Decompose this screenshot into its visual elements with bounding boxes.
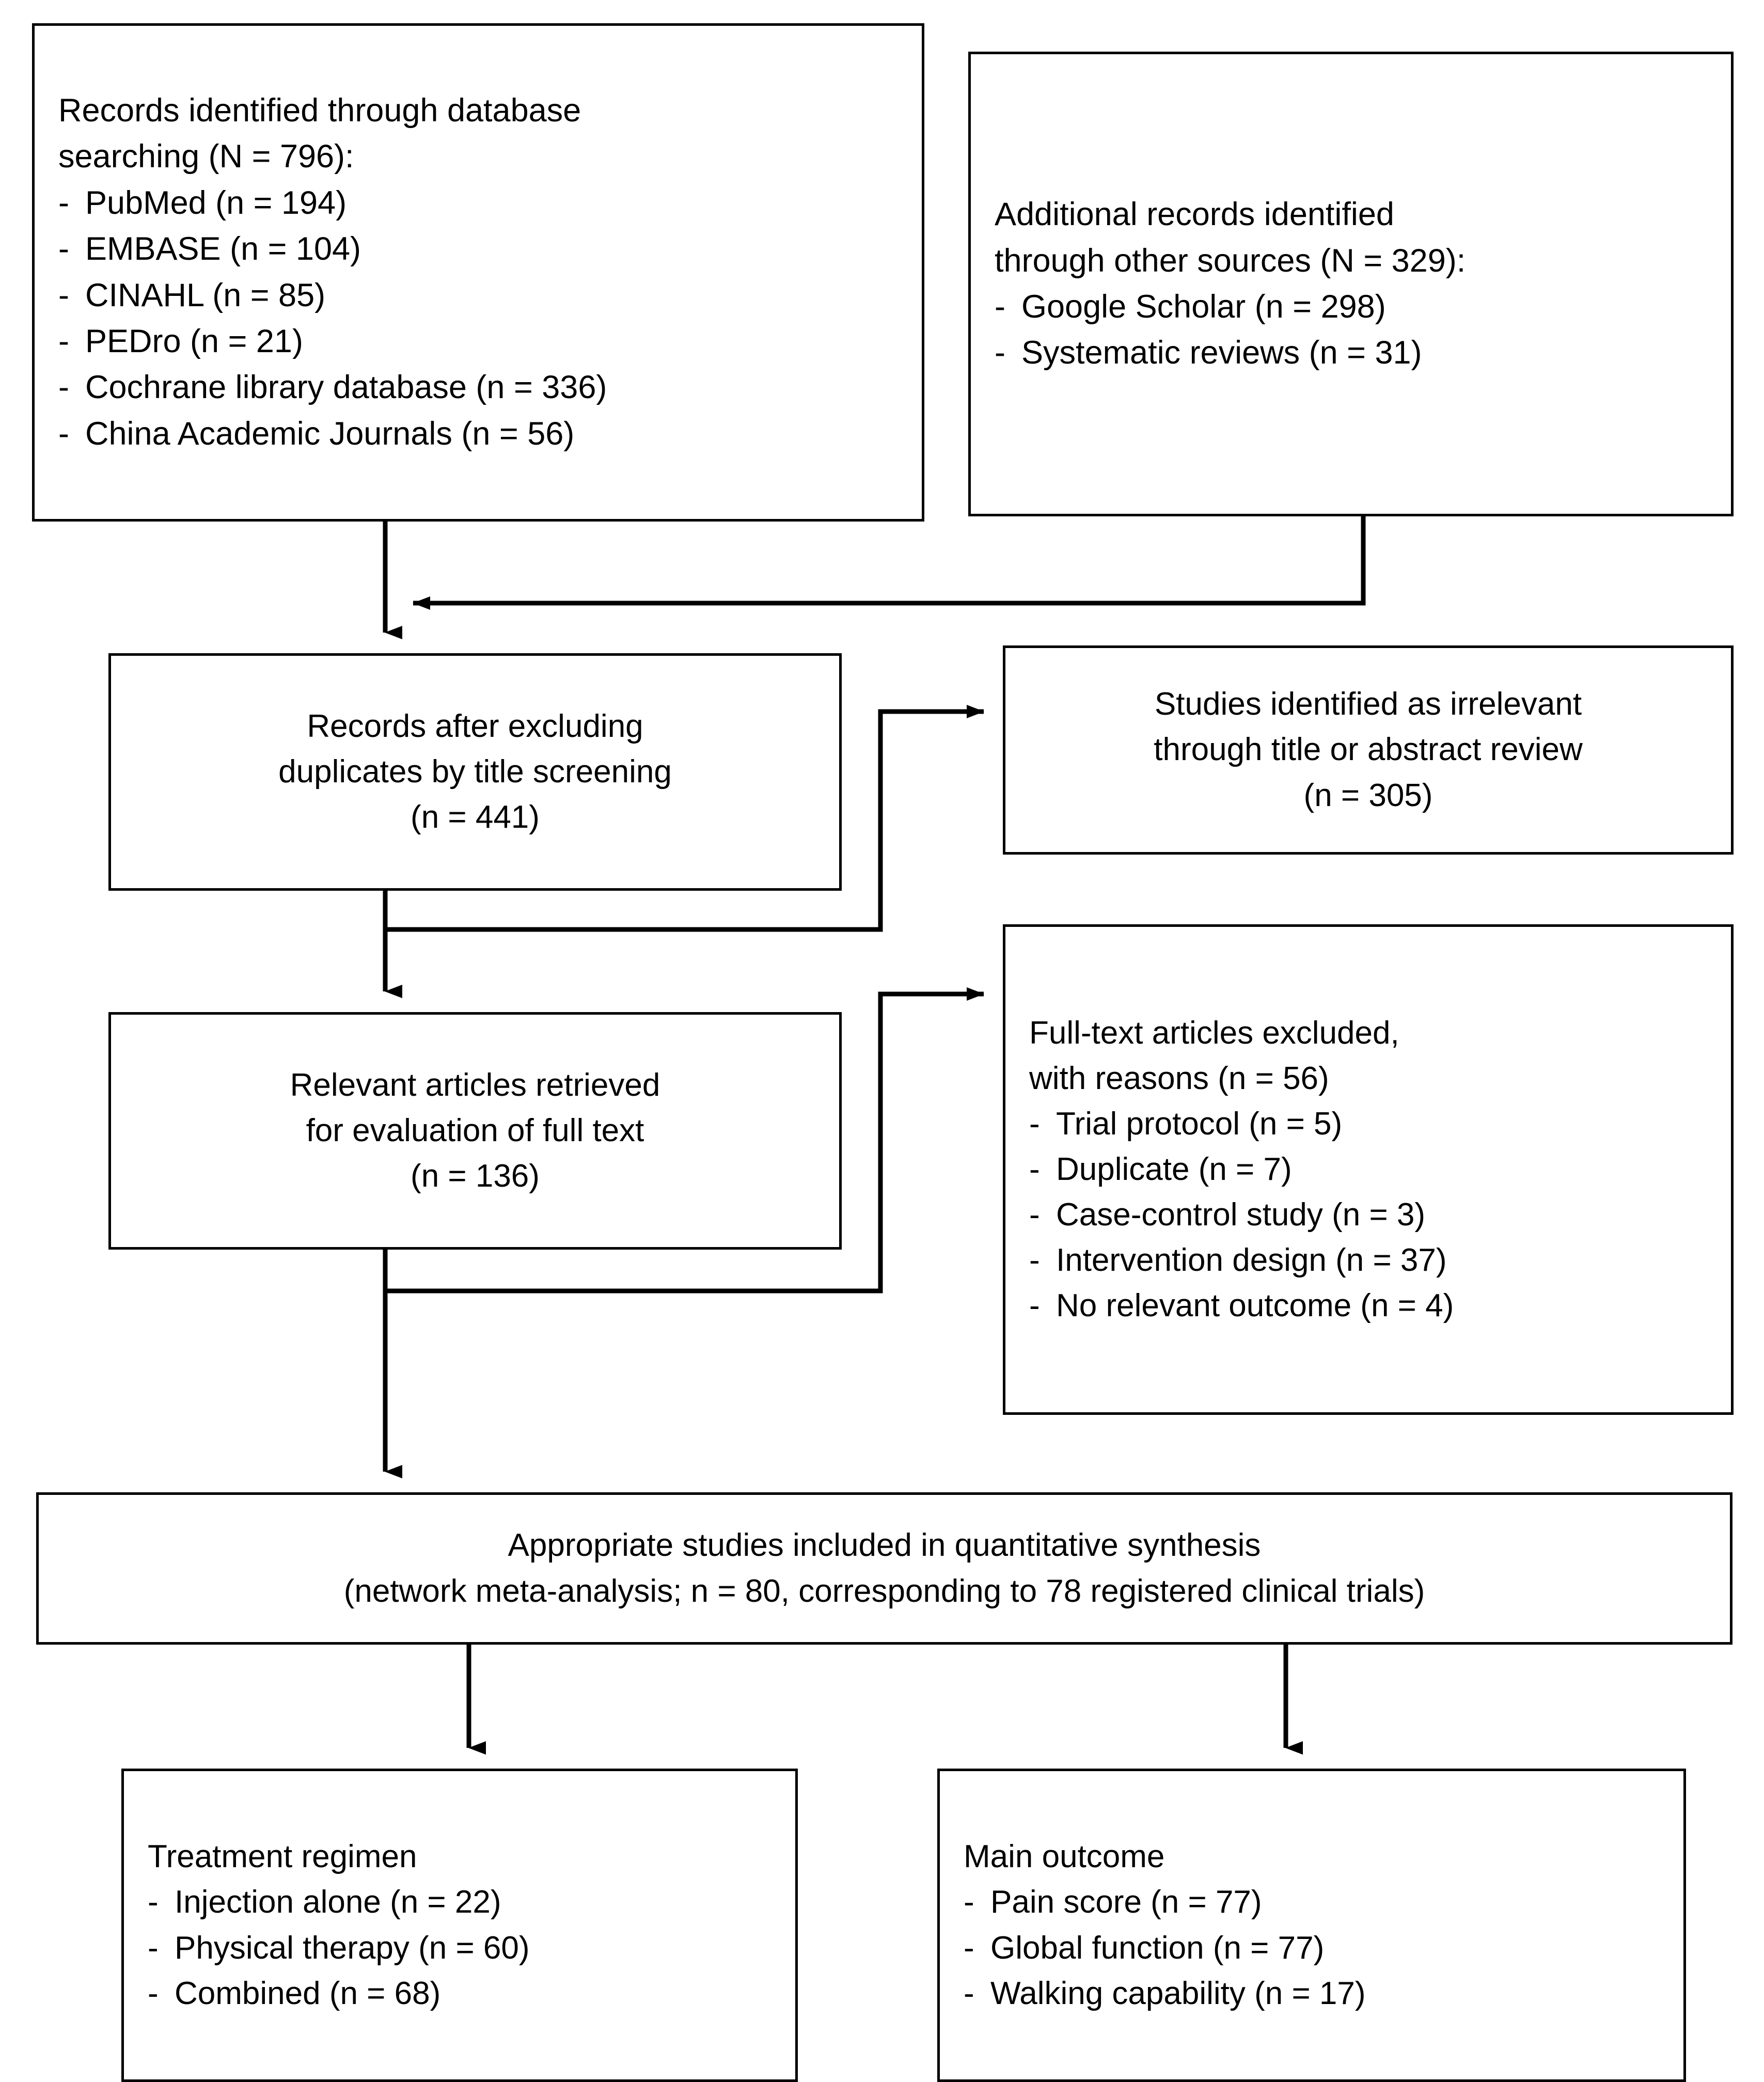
dedup-line2: duplicates by title screening	[278, 753, 672, 790]
regimen-item-combined: - Combined (n = 68)	[148, 1971, 771, 2016]
fulltext-line2: for evaluation of full text	[306, 1112, 644, 1148]
bullet-marker-icon: -	[995, 289, 1005, 325]
bullet-marker-icon: -	[58, 184, 69, 221]
fulltext-line1: Relevant articles retrieved	[290, 1067, 660, 1103]
regimen-item-injection-alone: - Injection alone (n = 22)	[148, 1880, 771, 1925]
outcome-item-walking-capability: - Walking capability (n = 17)	[964, 1971, 1660, 2016]
db-item-cochrane: - Cochrane library database (n = 336)	[58, 365, 898, 411]
excluded-heading-line1: Full-text articles excluded,	[1029, 1015, 1399, 1051]
db-heading-line1: Records identified through database	[58, 92, 581, 129]
irrelevant-count: (n = 305)	[1303, 777, 1433, 813]
bullet-marker-icon: -	[964, 1884, 974, 1920]
outcome-item-global-function: - Global function (n = 77)	[964, 1926, 1660, 1971]
excluded-item-case-control: - Case-control study (n = 3)	[1029, 1192, 1707, 1238]
node-main-outcome: Main outcome - Pain score (n = 77) - Glo…	[937, 1769, 1686, 2082]
outcome-heading: Main outcome	[964, 1839, 1165, 1875]
bullet-marker-icon: -	[58, 369, 69, 406]
regimen-heading: Treatment regimen	[148, 1839, 417, 1875]
outcome-item-pain-score: - Pain score (n = 77)	[964, 1880, 1660, 1925]
db-item-china-academic: - China Academic Journals (n = 56)	[58, 411, 898, 457]
other-item-systematic-reviews: - Systematic reviews (n = 31)	[995, 330, 1707, 376]
dedup-line1: Records after excluding	[307, 708, 643, 744]
excluded-item-intervention-design: - Intervention design (n = 37)	[1029, 1238, 1707, 1283]
bullet-marker-icon: -	[995, 335, 1005, 371]
bullet-marker-icon: -	[58, 277, 69, 313]
db-item-pubmed: - PubMed (n = 194)	[58, 180, 898, 226]
bullet-marker-icon: -	[964, 1975, 974, 2011]
node-records-after-duplicates: Records after excluding duplicates by ti…	[108, 653, 842, 891]
bullet-marker-icon: -	[1029, 1197, 1040, 1233]
synthesis-line1: Appropriate studies included in quantita…	[508, 1527, 1261, 1564]
bullet-marker-icon: -	[964, 1930, 974, 1966]
node-treatment-regimen: Treatment regimen - Injection alone (n =…	[121, 1769, 798, 2082]
bullet-marker-icon: -	[148, 1884, 159, 1920]
node-other-sources: Additional records identified through ot…	[968, 52, 1734, 516]
excluded-heading-line2: with reasons (n = 56)	[1029, 1060, 1329, 1096]
fulltext-count: (n = 136)	[411, 1158, 540, 1194]
other-heading-line2: through other sources (N = 329):	[995, 242, 1466, 279]
synthesis-line2: (network meta-analysis; n = 80, correspo…	[343, 1573, 1425, 1609]
node-studies-irrelevant: Studies identified as irrelevant through…	[1003, 645, 1734, 855]
db-item-pedro: - PEDro (n = 21)	[58, 319, 898, 365]
connector-fulltext-to-excluded	[385, 987, 984, 1294]
bullet-marker-icon: -	[148, 1930, 159, 1966]
bullet-marker-icon: -	[1029, 1288, 1040, 1324]
bullet-marker-icon: -	[58, 231, 69, 267]
excluded-item-no-relevant-outcome: - No relevant outcome (n = 4)	[1029, 1283, 1707, 1329]
other-item-google-scholar: - Google Scholar (n = 298)	[995, 284, 1707, 330]
bullet-marker-icon: -	[58, 415, 69, 452]
irrelevant-line1: Studies identified as irrelevant	[1154, 686, 1582, 722]
bullet-marker-icon: -	[148, 1975, 159, 2011]
bullet-marker-icon: -	[1029, 1242, 1040, 1279]
connector-dedup-to-irrelevant	[385, 705, 984, 932]
other-heading-line1: Additional records identified	[995, 196, 1394, 233]
excluded-item-duplicate: - Duplicate (n = 7)	[1029, 1147, 1707, 1192]
db-item-cinahl: - CINAHL (n = 85)	[58, 273, 898, 319]
dedup-count: (n = 441)	[411, 799, 540, 835]
bullet-marker-icon: -	[1029, 1106, 1040, 1142]
regimen-item-physical-therapy: - Physical therapy (n = 60)	[148, 1926, 771, 1971]
bullet-marker-icon: -	[1029, 1151, 1040, 1187]
node-database-search: Records identified through database sear…	[32, 23, 924, 522]
connector-other-to-stem	[413, 516, 1366, 610]
db-item-embase: - EMBASE (n = 104)	[58, 226, 898, 272]
excluded-item-trial-protocol: - Trial protocol (n = 5)	[1029, 1101, 1707, 1147]
bullet-marker-icon: -	[58, 323, 69, 359]
node-quantitative-synthesis: Appropriate studies included in quantita…	[36, 1492, 1732, 1645]
node-fulltext-retrieved: Relevant articles retrieved for evaluati…	[108, 1012, 842, 1250]
db-heading-line2: searching (N = 796):	[58, 138, 354, 175]
irrelevant-line2: through title or abstract review	[1154, 732, 1583, 768]
node-fulltext-excluded: Full-text articles excluded, with reason…	[1003, 924, 1734, 1415]
